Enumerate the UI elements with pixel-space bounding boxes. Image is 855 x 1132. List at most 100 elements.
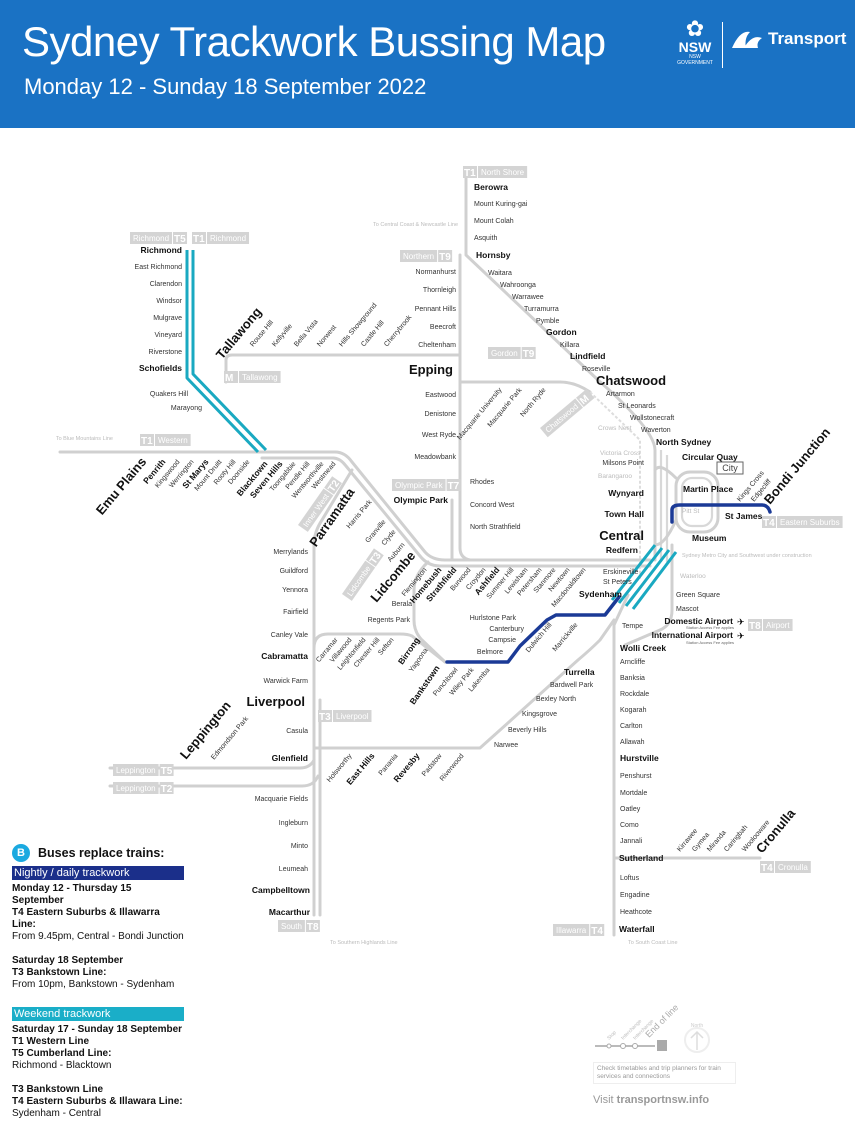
badge-line-number: T7 [448, 481, 460, 492]
badge-line-name: Gordon [491, 349, 518, 358]
bus-icon: B [12, 844, 30, 862]
badge-line-number: T1 [141, 436, 153, 447]
station-label: Milsons Point [602, 460, 644, 467]
station-label: Domestic Airport [664, 616, 733, 626]
station-label: Turramurra [524, 306, 559, 313]
nightly-block: Saturday 18 September T3 Bankstown Line:… [12, 955, 184, 991]
badge-name-box [278, 920, 305, 932]
badge-number-box [762, 516, 776, 528]
track-northern [458, 253, 472, 562]
track-metro-under-construction [589, 391, 641, 580]
station-label: Oatley [620, 806, 641, 813]
badge-line-name: Western [158, 436, 188, 445]
station-label: Mulgrave [153, 315, 182, 322]
station-label: Cabramatta [261, 651, 308, 661]
block-dates: Saturday 18 September [12, 955, 124, 966]
station-label: Warwick Farm [264, 678, 309, 685]
station-label: Pennant Hills [415, 306, 457, 313]
track-lidcombe-bankstown [412, 560, 447, 664]
track-city-circle-inner [680, 476, 714, 528]
badge-name-box [298, 488, 334, 532]
station-label: Riverstone [149, 349, 183, 356]
waratah-icon: ✿ [685, 16, 705, 41]
badge-number-box [521, 347, 536, 359]
station-label: Leumeah [279, 866, 308, 873]
station-label: Jannali [620, 838, 643, 845]
badge-line-name: Richmond [133, 234, 169, 243]
block-dates: Saturday 17 - Sunday 18 September [12, 1024, 183, 1035]
station-label: Wollstonecraft [630, 415, 674, 422]
station-label: Mortdale [620, 790, 647, 797]
station-label: Engadine [620, 892, 650, 899]
station-label: Chatswood [596, 373, 666, 388]
map-key: Stop Interchange Interchange End of line… [595, 1002, 710, 1053]
station-label: Kellyville [271, 323, 294, 348]
station-label: Tempe [622, 623, 643, 630]
track-bankstown-cabramatta [312, 632, 447, 664]
station-label: Regents Park [368, 617, 411, 624]
station-label: Ingleburn [279, 820, 308, 827]
station-label: Wynyard [608, 488, 644, 498]
badge-line-number: T8 [307, 922, 319, 933]
station-label: Martin Place [683, 484, 733, 494]
badge-number-box [224, 371, 238, 383]
block-detail: From 10pm, Bankstown - Sydenham [12, 979, 175, 990]
badge-number-box [576, 388, 595, 407]
note-south-coast: To South Coast Line [628, 940, 678, 946]
badge-name-box [239, 371, 281, 383]
station-label: Bexley North [536, 696, 576, 703]
station-label: Artarmon [606, 391, 635, 398]
station-label: Loftus [620, 875, 640, 882]
station-label: Killara [560, 342, 580, 349]
badge-number-box [192, 232, 206, 244]
station-label: Sydenham [579, 589, 622, 599]
track-metro-epping-chatswood [458, 380, 592, 394]
badge-name-box [775, 861, 811, 873]
badge-line-name: Olympic Park [395, 481, 444, 490]
station-label: Penshurst [620, 773, 652, 780]
line-badge: T7 Olympic Park [392, 479, 461, 492]
badge-line-number: T3 [319, 712, 331, 723]
note-southern-highlands: To Southern Highlands Line [330, 940, 398, 946]
station-label: Casula [286, 728, 308, 735]
station-label: Hornsby [476, 250, 511, 260]
track-western [58, 450, 652, 562]
visit-prefix: Visit [593, 1094, 614, 1106]
station-label: North Strathfield [470, 524, 521, 531]
line-badge: T1 Western [140, 434, 191, 447]
station-label: Belmore [477, 649, 503, 656]
interchange-icon [620, 1043, 626, 1049]
station-label: Bondi Junction [761, 425, 833, 507]
station-label: Museum [692, 533, 727, 543]
station-label: Rockdale [620, 691, 649, 698]
station-label: Mascot [676, 606, 699, 613]
footer: Check timetables and trip planners for t… [593, 1062, 773, 1106]
track-city-links [653, 465, 678, 547]
badge-line-number: T4 [591, 926, 603, 937]
station-label: Town Hall [604, 509, 644, 519]
station-label: North Ryde [519, 387, 547, 419]
badge-name-box [155, 434, 191, 446]
badge-line-number: T1 [193, 234, 205, 245]
badge-name-box [553, 924, 590, 936]
station-label: Redfern [606, 545, 638, 555]
station-label: Como [620, 822, 639, 829]
block-detail: From 9.45pm, Central - Bondi Junction [12, 931, 184, 942]
badge-line-number: T3 [368, 550, 384, 566]
station-label: Bardwell Park [550, 682, 594, 689]
station-label: Hurlstone Park [470, 615, 517, 622]
station-label: Canley Vale [271, 632, 308, 639]
bus-richmond-blacktown [185, 250, 260, 454]
badge-line-number: M [225, 373, 233, 384]
stop-icon [606, 1043, 612, 1049]
block-line: T4 Eastern Suburbs & Illawarra Line: [12, 907, 160, 930]
end-of-line-icon [657, 1040, 667, 1051]
station-label: Pymble [536, 318, 559, 325]
block-dates: Monday 12 - Thursday 15 September [12, 883, 132, 906]
station-label: Leppington [177, 698, 234, 762]
website-link[interactable]: transportnsw.info [616, 1094, 710, 1106]
